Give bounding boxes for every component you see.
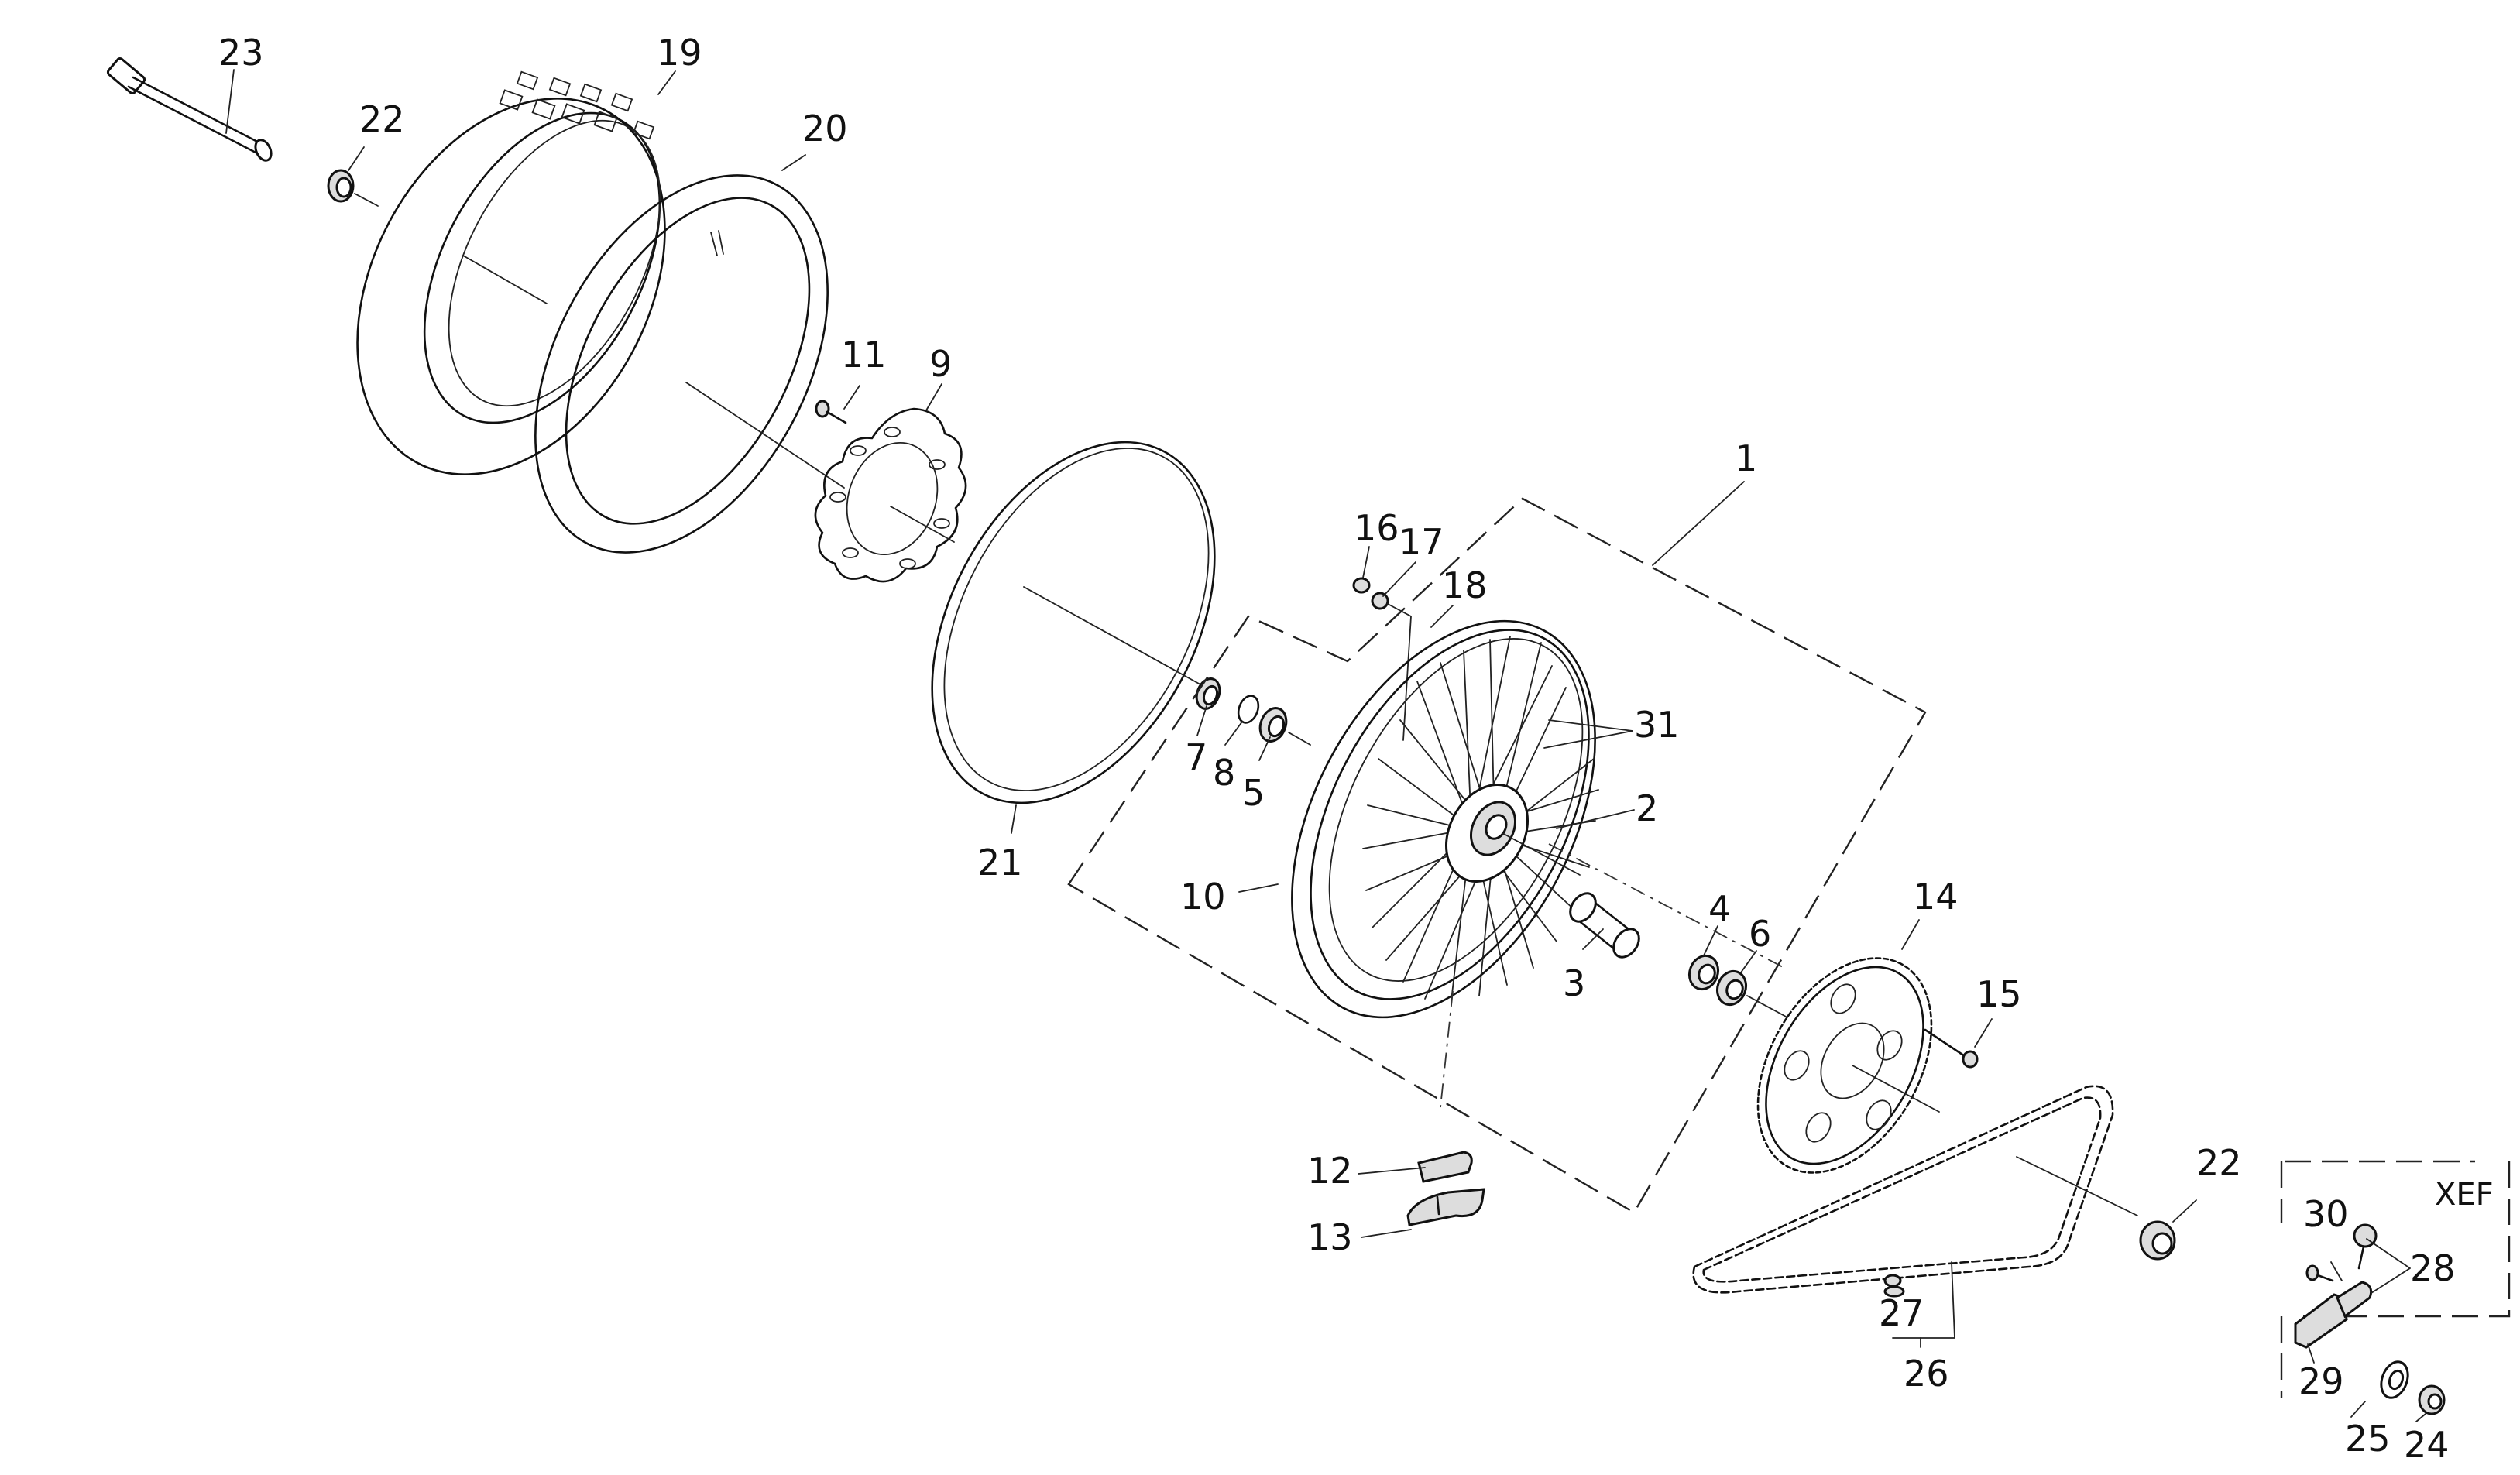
part-nut-small <box>2418 1384 2446 1415</box>
label-17: 17 <box>1399 521 1444 563</box>
label-31: 31 <box>1634 704 1680 746</box>
label-24: 24 <box>2404 1424 2450 1466</box>
part-rim-wheel <box>1291 619 1596 1019</box>
label-22-left: 22 <box>359 98 405 140</box>
part-chain <box>1692 1085 2138 1294</box>
part-hub <box>1444 784 1581 883</box>
part-seal-right <box>1715 969 1788 1018</box>
part-spacer-tube <box>1569 892 1640 959</box>
label-5: 5 <box>1242 772 1265 814</box>
part-bracket-bolt <box>2305 1264 2334 1282</box>
label-29: 29 <box>2299 1360 2344 1402</box>
part-circlip <box>1237 695 1260 724</box>
label-27: 27 <box>1879 1292 1924 1334</box>
part-brake-disc <box>814 407 967 583</box>
label-16: 16 <box>1354 507 1399 549</box>
part-axle <box>106 57 273 162</box>
label-4: 4 <box>1708 888 1731 930</box>
part-washer <box>2380 1360 2409 1399</box>
part-bracket <box>2294 1281 2373 1349</box>
part-bearing-left <box>1258 707 1311 746</box>
label-25: 25 <box>2345 1418 2391 1460</box>
part-rim-band <box>931 441 1216 804</box>
label-1: 1 <box>1735 437 1757 479</box>
xef-variant-box <box>2280 1160 2511 1398</box>
label-8: 8 <box>1213 752 1235 794</box>
label-19: 19 <box>657 32 702 74</box>
part-disc-bolt <box>815 400 847 424</box>
part-spacer-right <box>2139 1220 2176 1261</box>
label-13: 13 <box>1307 1216 1353 1258</box>
label-11: 11 <box>841 334 887 376</box>
label-30: 30 <box>2303 1193 2349 1235</box>
label-26: 26 <box>1904 1353 1949 1394</box>
label-15: 15 <box>1976 973 2022 1015</box>
label-18: 18 <box>1442 564 1488 606</box>
part-seal-left <box>1195 677 1221 710</box>
label-22-right: 22 <box>2196 1142 2242 1184</box>
label-3: 3 <box>1563 962 1585 1004</box>
label-21: 21 <box>977 842 1023 883</box>
label-28: 28 <box>2410 1247 2456 1289</box>
part-sprocket-bolt <box>1924 1028 1979 1069</box>
part-spacer-left <box>327 169 379 207</box>
label-14: 14 <box>1913 876 1959 918</box>
label-20: 20 <box>802 108 848 149</box>
leader-lines <box>225 69 2426 1422</box>
part-chain-link <box>1883 1274 1905 1298</box>
part-chain-guide <box>1406 1188 1485 1226</box>
part-tyre <box>356 70 666 475</box>
xef-code-label: XEF <box>2435 1177 2494 1213</box>
part-bearing-right <box>1687 954 1720 991</box>
label-23: 23 <box>218 32 264 74</box>
label-10: 10 <box>1180 876 1226 918</box>
part-sprocket <box>1756 957 1940 1174</box>
part-valve-nut <box>1352 577 1371 594</box>
label-7: 7 <box>1185 736 1207 778</box>
label-2: 2 <box>1636 787 1658 829</box>
part-bracket-screw <box>2353 1223 2378 1270</box>
label-6: 6 <box>1749 913 1771 955</box>
label-9: 9 <box>929 343 952 385</box>
part-inner-tube <box>534 174 845 554</box>
wheel-assembly-outline <box>1067 497 1927 1214</box>
label-12: 12 <box>1307 1150 1353 1192</box>
part-rim-lock <box>1417 1151 1473 1183</box>
callout-labels: 1 2 3 4 5 6 7 8 9 10 11 12 13 14 15 16 1… <box>218 32 2494 1466</box>
part-valve-cap <box>1371 592 1412 741</box>
